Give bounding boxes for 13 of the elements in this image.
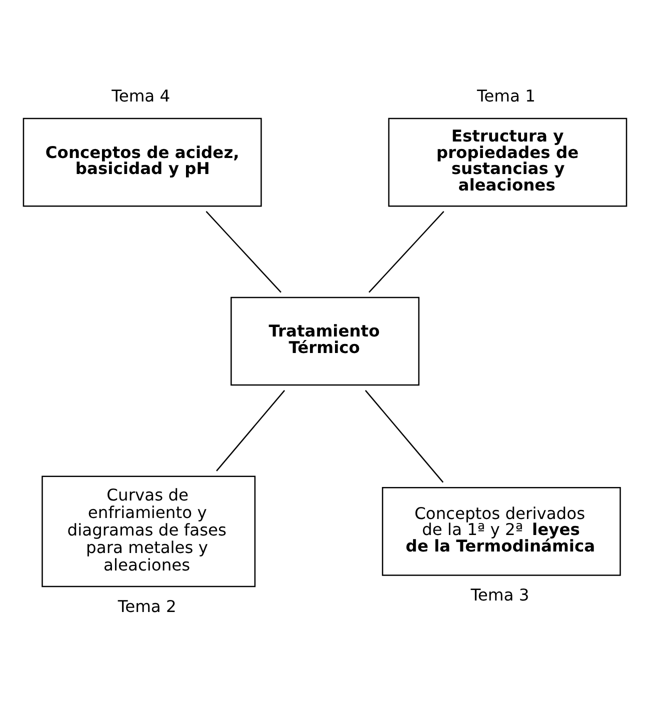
node-box: Tratamiento Térmico	[230, 296, 420, 386]
connector	[368, 210, 444, 292]
node-box: Conceptos de acidez, basicidad y pH	[22, 117, 262, 206]
node-box: Estructura y propiedades de sustancias y aleaciones	[388, 117, 628, 206]
node-box: Conceptos derivados de la 1ª y 2ª leyes de la Termodinámica	[382, 486, 621, 576]
connector	[206, 210, 282, 292]
node-label: Tema 1	[477, 86, 536, 106]
node-label: Tema 3	[470, 585, 530, 604]
connector	[365, 390, 444, 482]
node-label: Tema 2	[118, 596, 176, 616]
node-box: Curvas de enfriamiento y diagramas de fases para metales y aleaciones	[42, 475, 256, 587]
connector	[216, 390, 285, 471]
node-label: Tema 4	[112, 86, 170, 106]
